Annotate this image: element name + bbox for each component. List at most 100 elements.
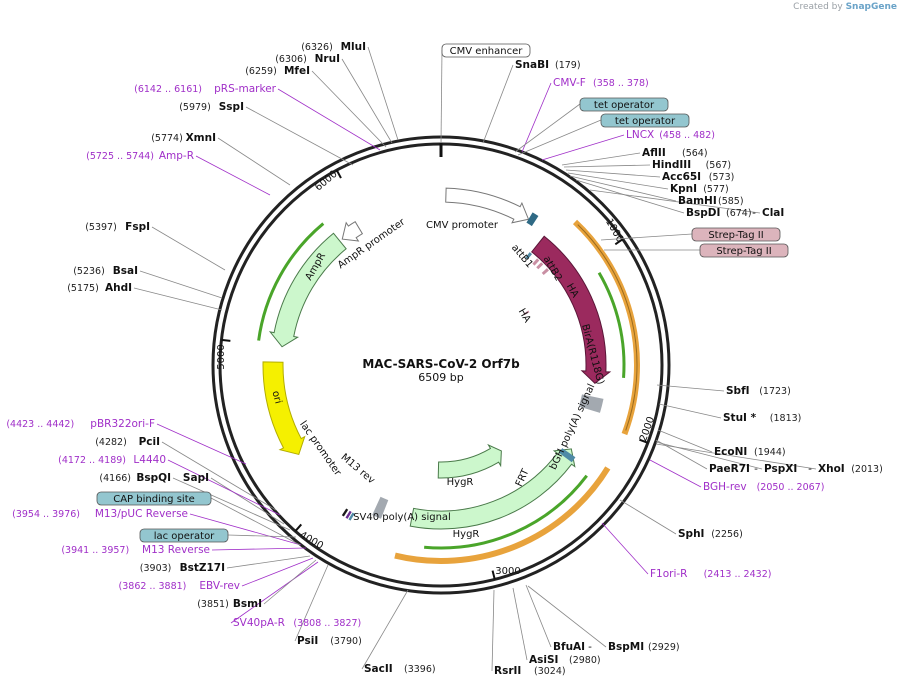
site-bspmi-coord: (2929): [648, 642, 680, 653]
tick-mark-4000: [294, 523, 303, 532]
box-cap-binding-site-5-leader: [210, 497, 301, 546]
box-cap-binding-site-5-text: CAP binding site: [113, 494, 195, 505]
site-rsrii-name: RsrII: [494, 665, 521, 677]
site-mfei-leader: [311, 70, 387, 148]
attb-small-1: [525, 252, 533, 260]
site-f1ori-r-leader: [601, 522, 649, 575]
site-acc65i-coord: (573): [709, 172, 735, 183]
site-sspi-leader: [245, 106, 354, 166]
site-pcii-coord: (4282): [95, 437, 127, 448]
site-bspmi-leader: [527, 585, 607, 648]
orf-green-left: [257, 222, 325, 341]
box-tet-operator-2-frame: [600, 113, 690, 128]
box-strep-tag-ii-4-text: Strep-Tag II: [716, 246, 771, 257]
site-xmni-name: XmnI: [186, 132, 216, 144]
feature-label-ha: HA: [516, 307, 533, 325]
site-sv40pa-r-leader: [230, 561, 319, 624]
ha-tag-inner: [523, 310, 530, 316]
site-bsmi-name: BsmI: [233, 598, 262, 610]
site-sbfi-name: SbfI: [726, 385, 750, 397]
box-tet-operator-2-text: tet operator: [615, 116, 676, 127]
sv40-polya-block: [372, 496, 389, 519]
site-prs-marker-name: pRS-marker: [214, 83, 277, 95]
site-sphi-name: SphI: [678, 528, 704, 540]
tick-mark-3000: [491, 570, 496, 580]
site-bamhi-leader: [569, 175, 677, 202]
ha-tag-3: [541, 268, 549, 276]
site-paer7i-leader: [655, 439, 708, 470]
site-lncx-name: LNCX: [626, 129, 654, 141]
site-econi-coord: (1944): [754, 447, 786, 458]
site-prs-marker-coord: (6142 .. 6161): [134, 84, 202, 95]
leader-layer: [133, 46, 817, 672]
site-sspi-coord: (5979): [179, 102, 211, 113]
site-l4440-leader: [167, 459, 281, 516]
site-nrui-coord: (6306): [275, 54, 307, 65]
site-bspdi-coord: (674): [726, 208, 752, 219]
feature-label-m13-rev: M13 rev: [339, 452, 377, 487]
site-bsai-name: BsaI: [113, 265, 138, 277]
box-cap-binding-site-5-frame: [96, 491, 212, 506]
site-bgh-rev-name: BGH-rev: [703, 481, 747, 493]
site-cmv-f-coord: (358 .. 378): [593, 78, 649, 89]
site-sphi-coord: (2256): [711, 529, 743, 540]
site-bspmi-name: BspMI: [608, 641, 644, 653]
site-mlui-leader: [367, 46, 399, 141]
site-xmni-leader: [217, 137, 291, 186]
site-psii-name: PsiI: [297, 635, 318, 647]
site-kpni-coord: (577): [703, 184, 729, 195]
tick-mark-6000: [335, 169, 342, 179]
lac-region-marker-2: [341, 508, 349, 517]
site-separator-0: -: [752, 207, 756, 219]
site-psii-coord: (3790): [330, 636, 362, 647]
site-hindiii-name: HindIII: [652, 159, 691, 171]
feature-label-hygr: HygR: [453, 529, 480, 540]
site-mlui-name: MluI: [341, 41, 366, 53]
site-prs-marker-leader: [277, 88, 381, 151]
tick-label-1000: 1000: [603, 217, 625, 245]
site-m13-puc-reverse-name: M13/pUC Reverse: [95, 508, 188, 520]
site-pcii-name: PciI: [139, 436, 160, 448]
site-bspqi-coord: (4166): [99, 473, 131, 484]
lac-region-marker-0: [348, 512, 355, 521]
site-bspdi-leader: [575, 179, 685, 214]
snapgene-watermark: Created by SnapGene: [793, 2, 897, 12]
site-clai-leader: [589, 189, 761, 214]
box-strep-tag-ii-3-text: Strep-Tag II: [708, 230, 763, 241]
ampR-promoter-arrow: [341, 221, 364, 242]
box-tet-operator-1-text: tet operator: [594, 100, 655, 111]
site-fspi-leader: [151, 226, 226, 271]
site-bgh-rev-coord: (2050 .. 2067): [757, 482, 825, 493]
site-econi-name: EcoNI: [714, 446, 747, 458]
site-m13-puc-reverse-coord: (3954 .. 3976): [12, 509, 80, 520]
site-fspi-coord: (5397): [85, 222, 117, 233]
box-strep-tag-ii-3-frame: [691, 227, 781, 242]
site-clai-name: ClaI: [762, 207, 784, 219]
site-bsai-coord: (5236): [73, 266, 105, 277]
box-tet-operator-1-frame: [579, 97, 669, 112]
orf-orange-bottom: [394, 466, 611, 564]
feature-label-sv40-poly-a-signal: SV40 poly(A) signal: [353, 512, 451, 523]
site-fspi-name: FspI: [125, 221, 150, 233]
site-nrui-name: NruI: [315, 53, 340, 65]
orf-green-right: [597, 272, 626, 378]
site-sv40pa-r-coord: (3808 .. 3827): [293, 618, 361, 629]
site-bspdi-name: BspDI: [686, 207, 720, 219]
tick-mark-1000: [614, 238, 624, 246]
site-pcii-leader: [161, 441, 277, 511]
orf-green-bottom: [424, 474, 588, 550]
site-sapi-name: SapI: [183, 472, 209, 484]
site-nrui-leader: [341, 58, 393, 144]
site-bsmi-coord: (3851): [197, 599, 229, 610]
site-f1ori-r-name: F1ori-R: [650, 568, 687, 580]
site-mfei-name: MfeI: [284, 65, 310, 77]
site-amp-r-coord: (5725 .. 5744): [86, 151, 154, 162]
site-kpni-name: KpnI: [670, 183, 697, 195]
site-mfei-coord: (6259): [245, 66, 277, 77]
ha-tag-1: [532, 258, 540, 266]
site-asisi-name: AsiSI: [529, 654, 558, 666]
site-rsrii-leader: [491, 589, 495, 672]
site-ahdi-leader: [133, 287, 223, 311]
site-psii-leader: [294, 564, 329, 642]
